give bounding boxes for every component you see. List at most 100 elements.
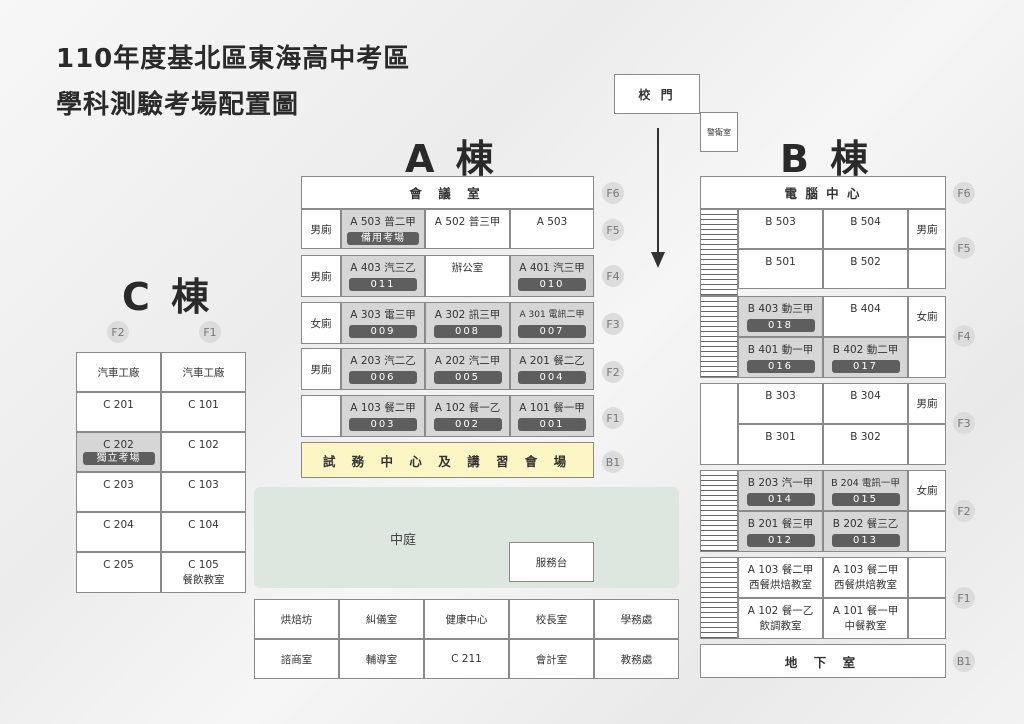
- room-label: C 105: [188, 559, 219, 571]
- c-room: C 201: [76, 392, 161, 432]
- room-label: A 103 餐二甲: [747, 564, 814, 576]
- office-counseling-room: 諮商室: [254, 639, 339, 679]
- a-f5-room-2: A 502 普三甲: [425, 209, 510, 249]
- building-c-label: C 棟: [122, 275, 214, 319]
- room-label: A 401 汽三甲: [519, 262, 585, 274]
- room-label: A 102 餐一乙: [747, 605, 814, 617]
- b-f1-room-3: A 102 餐一乙飲調教室: [738, 598, 823, 639]
- b-f1-room-4: A 101 餐一甲中餐教室: [823, 598, 908, 639]
- room-code: 011: [349, 278, 417, 291]
- room-label: A 102 餐一乙: [434, 402, 501, 414]
- room-sublabel: 中餐教室: [844, 620, 887, 632]
- room-label: C 203: [103, 479, 134, 491]
- c-f1-auto-workshop: 汽車工廠: [161, 352, 246, 392]
- room-label: C 102: [188, 439, 219, 451]
- b-f5-room-2: B 504: [823, 209, 908, 249]
- a-f4-restroom: 男廁: [301, 255, 341, 297]
- guard-room: 警衛室: [700, 112, 738, 152]
- c-room: C 101: [161, 392, 246, 432]
- b-f5-restroom: 男廁: [908, 209, 946, 249]
- floor-badge: B1: [953, 650, 975, 672]
- b-f5-room-3: B 501: [738, 249, 823, 289]
- b-f1-room-2: A 103 餐二甲西餐烘焙教室: [823, 557, 908, 598]
- a-b1-exam-center: 試 務 中 心 及 講 習 會 場: [301, 442, 594, 478]
- b-b1-basement: 地 下 室: [700, 644, 946, 678]
- room-label: A 403 汽三乙: [350, 262, 416, 274]
- room-label: B 204 電訊一甲: [831, 478, 900, 489]
- courtyard-label: 中庭: [390, 533, 417, 548]
- office-bakery: 烘焙坊: [254, 599, 339, 639]
- b-stairs: [700, 209, 738, 296]
- office-etiquette: 糾儀室: [339, 599, 424, 639]
- room-label: B 302: [850, 431, 881, 443]
- floor-badge: F5: [953, 237, 975, 259]
- room-code: 007: [518, 325, 586, 338]
- b-f3-blank: [908, 424, 946, 465]
- room-code: 015: [831, 493, 900, 506]
- floor-badge: F3: [953, 412, 975, 434]
- room-label: A 203 汽二乙: [350, 355, 416, 367]
- c-room: C 103: [161, 472, 246, 512]
- room-label: B 301: [765, 431, 796, 443]
- service-desk: 服務台: [509, 542, 594, 582]
- room-code: 008: [433, 325, 502, 338]
- office-guidance: 輔導室: [339, 639, 424, 679]
- b-f4-restroom: 女廁: [908, 296, 946, 337]
- c-room: C 104: [161, 512, 246, 552]
- room-code: 010: [518, 278, 586, 291]
- b-f2-room-2: B 204 電訊一甲 015: [823, 470, 908, 511]
- office-academic-affairs: 教務處: [594, 639, 679, 679]
- courtyard: [254, 487, 679, 588]
- room-label: A 103 餐二甲: [350, 402, 416, 414]
- a-f4-room-3: A 401 汽三甲 010: [510, 255, 594, 297]
- room-label: A 103 餐二甲: [832, 564, 899, 576]
- floor-badge: F2: [107, 321, 129, 343]
- b-f3-room-3: B 301: [738, 424, 823, 465]
- b-f1-blank: [908, 557, 946, 598]
- room-label: B 304: [850, 390, 881, 402]
- room-label: A 101 餐一甲: [519, 402, 585, 414]
- a-f5-room-3: A 503: [510, 209, 594, 249]
- school-gate: 校 門: [614, 74, 700, 114]
- b-stairs: [700, 296, 738, 378]
- room-label: A 101 餐一甲: [832, 605, 899, 617]
- room-code: 017: [831, 360, 900, 373]
- room-label: B 201 餐三甲: [747, 518, 814, 530]
- floor-badge: F6: [602, 182, 624, 204]
- b-f2-room-3: B 201 餐三甲 012: [738, 511, 823, 552]
- b-stairs: [700, 557, 738, 639]
- b-f3-room-1: B 303: [738, 383, 823, 424]
- building-b-label: B 棟: [780, 137, 873, 181]
- room-label: B 303: [765, 390, 796, 402]
- office-student-affairs: 學務處: [594, 599, 679, 639]
- office-health-center: 健康中心: [424, 599, 509, 639]
- b-f4-room-2: B 404: [823, 296, 908, 337]
- b-f1-blank: [908, 598, 946, 639]
- room-label: A 502 普三甲: [434, 216, 501, 228]
- room-label: C 205: [103, 559, 134, 571]
- room-label: B 502: [850, 256, 881, 268]
- building-a-label: A 棟: [405, 137, 498, 181]
- room-code: 012: [746, 534, 815, 547]
- entrance-arrow-icon: [651, 128, 665, 268]
- room-label: C 201: [103, 399, 134, 411]
- room-label: A 303 電三甲: [350, 309, 416, 321]
- b-f5-room-1: B 503: [738, 209, 823, 249]
- room-label: A 201 餐二乙: [519, 355, 585, 367]
- a-f1-blank: [301, 395, 341, 437]
- office-accounting: 會計室: [509, 639, 594, 679]
- floor-badge: F1: [199, 321, 221, 343]
- floor-badge: F5: [602, 219, 624, 241]
- room-label: C 101: [188, 399, 219, 411]
- b-f5-blank: [908, 249, 946, 289]
- office-principal: 校長室: [509, 599, 594, 639]
- room-label: B 501: [765, 256, 796, 268]
